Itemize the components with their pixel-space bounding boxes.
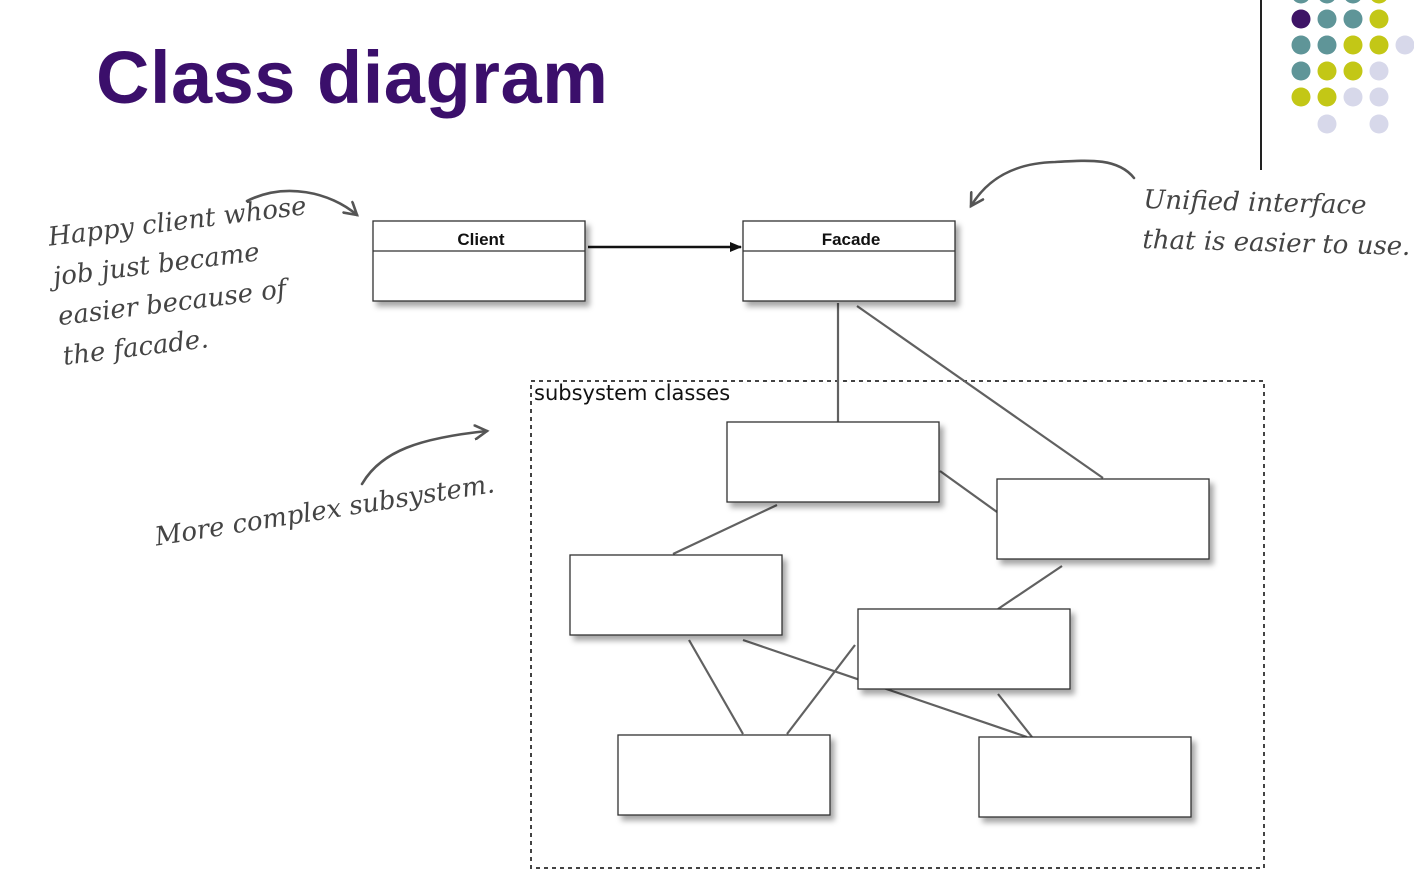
client-class-name: Client xyxy=(457,230,505,249)
decorative-dot xyxy=(1343,35,1363,55)
subsystem-class-box xyxy=(978,736,1192,818)
subsystem-connector-line xyxy=(672,504,778,555)
decorative-dot xyxy=(1369,114,1389,134)
slide-title: Class diagram xyxy=(96,36,609,119)
facade-annotation-line: that is easier to use. xyxy=(1142,224,1411,262)
decorative-dot xyxy=(1291,87,1311,107)
decorative-dot xyxy=(1317,61,1337,81)
decorative-dot xyxy=(1291,61,1311,81)
decorative-dot xyxy=(1317,114,1337,134)
subsystem-connector-line xyxy=(997,693,1033,738)
client-annotation: Happy client whose job just became easie… xyxy=(46,186,323,376)
decorative-dot xyxy=(1371,0,1387,4)
subsystem-connector-line xyxy=(997,565,1063,610)
client-class-box xyxy=(372,220,586,302)
decorative-dot xyxy=(1343,9,1363,29)
decorative-dot xyxy=(1291,35,1311,55)
decorative-dot xyxy=(1317,9,1337,29)
decorative-dot xyxy=(1343,87,1363,107)
decorative-dot xyxy=(1317,35,1337,55)
decorative-dot xyxy=(1319,0,1335,4)
facade-class-name: Facade xyxy=(822,230,881,249)
subsystem-class-box xyxy=(857,608,1071,690)
subsystem-boundary xyxy=(530,380,1265,869)
subsystem-connector-line xyxy=(786,644,856,735)
subsystem-class-box xyxy=(726,421,940,503)
facade-class-box xyxy=(742,220,956,302)
decorative-dot xyxy=(1369,35,1389,55)
subsystem-class-box xyxy=(617,734,831,816)
facade-to-subsystem-line xyxy=(856,305,1104,479)
decorative-dot xyxy=(1345,0,1361,4)
decorative-dot xyxy=(1343,61,1363,81)
subsystem-connector-line xyxy=(688,639,744,735)
facade-annotation: Unified interface that is easier to use. xyxy=(1142,180,1412,267)
client-note-arrow xyxy=(245,189,357,215)
decorative-dot xyxy=(1369,87,1389,107)
facade-annotation-line: Unified interface xyxy=(1143,184,1367,221)
decorative-dot xyxy=(1369,61,1389,81)
subsystem-class-box xyxy=(996,478,1210,560)
facade-note-arrow xyxy=(971,159,1136,206)
subsystem-label: subsystem classes xyxy=(534,381,731,405)
decorative-dot-grid xyxy=(1260,0,1414,170)
decorative-dot xyxy=(1395,35,1414,55)
decorative-dot xyxy=(1369,9,1389,29)
subsystem-note-arrow xyxy=(360,431,487,486)
subsystem-class-box xyxy=(569,554,783,636)
decorative-dot xyxy=(1317,87,1337,107)
decorative-dot xyxy=(1293,0,1309,4)
decorative-dot xyxy=(1291,9,1311,29)
subsystem-connector-line xyxy=(939,470,998,513)
